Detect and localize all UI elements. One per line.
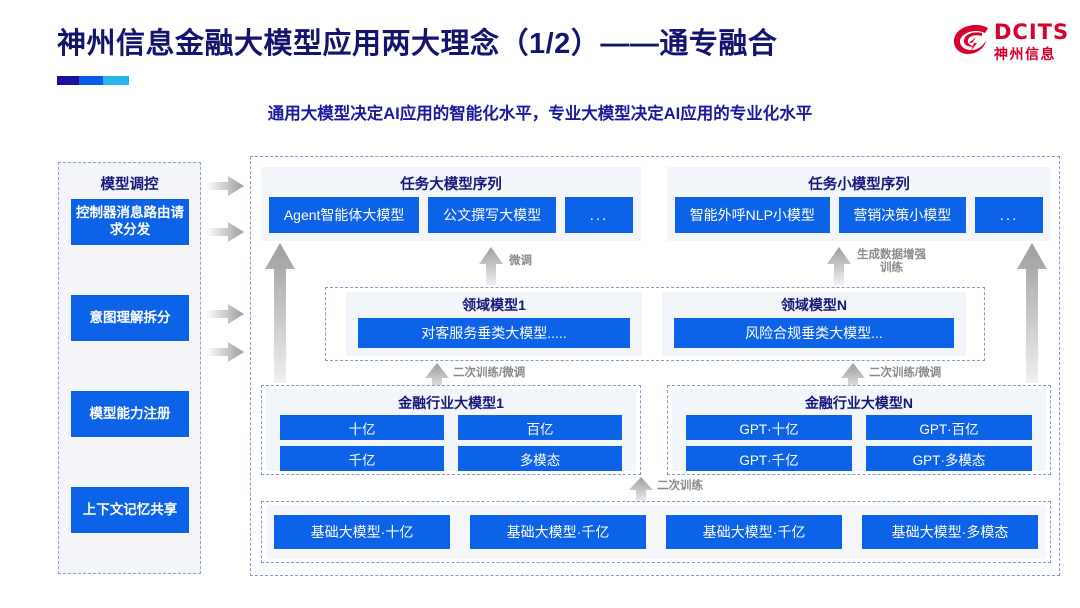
rule-segment-3 bbox=[103, 76, 129, 85]
industry-model-1-band: 金融行业大模型1 十亿 百亿 千亿 多模态 bbox=[261, 385, 641, 475]
arrow-up-right-tall bbox=[1017, 243, 1047, 383]
logo-brand-name: DCITS bbox=[994, 20, 1070, 44]
sidebar-arrow-4 bbox=[206, 342, 244, 362]
chip-industry1-billion[interactable]: 十亿 bbox=[280, 415, 444, 440]
chip-marketing-decision-small-model[interactable]: 营销决策小模型 bbox=[838, 197, 967, 233]
arrow-up-retrain bbox=[629, 477, 653, 503]
chip-base-multimodal[interactable]: 基础大模型·多模态 bbox=[862, 515, 1038, 549]
title-accent-rule bbox=[57, 76, 129, 85]
arrow-up-fine-tune bbox=[479, 247, 503, 285]
chip-base-hundred-billion[interactable]: 基础大模型·千亿 bbox=[470, 515, 646, 549]
chip-more-small-models[interactable]: ... bbox=[975, 197, 1044, 233]
sidebar-arrow-2 bbox=[206, 222, 244, 242]
base-model-inner: 基础大模型·十亿 基础大模型·千亿 基础大模型·千亿 基础大模型·多模态 bbox=[266, 505, 1046, 559]
domain-model-n-cell: 领域模型N 风险合规垂类大模型... bbox=[662, 292, 966, 356]
industry-model-n-chip-grid: GPT·十亿 GPT·百亿 GPT·千亿 GPT·多模态 bbox=[686, 415, 1032, 471]
task-large-model-sequence-title: 任务大模型序列 bbox=[400, 177, 502, 193]
chip-outbound-nlp-small-model[interactable]: 智能外呼NLP小模型 bbox=[675, 197, 830, 233]
industry-model-n-inner: 金融行业大模型N GPT·十亿 GPT·百亿 GPT·千亿 GPT·多模态 bbox=[672, 389, 1046, 471]
arrow-up-data-augmentation bbox=[827, 247, 851, 285]
task-small-model-chip-row: 智能外呼NLP小模型 营销决策小模型 ... bbox=[675, 197, 1044, 233]
sidebar-arrow-1 bbox=[206, 176, 244, 196]
logo-brand-sub: 神州信息 bbox=[994, 46, 1056, 62]
sidebar-item-capability-registry[interactable]: 模型能力注册 bbox=[71, 391, 189, 437]
chip-industryn-gpt-multimodal[interactable]: GPT·多模态 bbox=[866, 446, 1032, 471]
chip-industryn-gpt-billion[interactable]: GPT·十亿 bbox=[686, 415, 852, 440]
model-control-title: 模型调控 bbox=[100, 177, 159, 193]
chip-base-trillion[interactable]: 基础大模型·千亿 bbox=[666, 515, 842, 549]
industry-model-n-title: 金融行业大模型N bbox=[804, 395, 914, 411]
page-header: 神州信息金融大模型应用两大理念（1/2）——通专融合 通用大模型决定AI应用的智… bbox=[0, 0, 1080, 140]
dcits-logo-text: DCITS 神州信息 bbox=[994, 20, 1070, 62]
model-control-panel: 模型调控 控制器消息路由请求分发 意图理解拆分 模型能力注册 上下文记忆共享 bbox=[58, 162, 201, 574]
sidebar-item-intent-parsing[interactable]: 意图理解拆分 bbox=[71, 295, 189, 341]
arrow-label-retrain-tune-left: 二次训练/微调 bbox=[453, 367, 526, 379]
sidebar-item-context-memory[interactable]: 上下文记忆共享 bbox=[71, 487, 189, 533]
chip-agent-large-model[interactable]: Agent智能体大模型 bbox=[269, 197, 420, 233]
industry-model-1-title: 金融行业大模型1 bbox=[398, 395, 504, 411]
arrow-up-retrain-tune-right bbox=[841, 363, 865, 393]
chip-industry1-ten-billion[interactable]: 百亿 bbox=[458, 415, 622, 440]
domain-model-1-cell: 领域模型1 对客服务垂类大模型..... bbox=[346, 292, 642, 356]
industry-model-1-chip-grid: 十亿 百亿 千亿 多模态 bbox=[280, 415, 622, 471]
chip-industryn-gpt-ten-billion[interactable]: GPT·百亿 bbox=[866, 415, 1032, 440]
arrow-label-retrain: 二次训练 bbox=[657, 480, 703, 492]
dcits-logo-mark bbox=[953, 24, 988, 54]
domain-model-n-title: 领域模型N bbox=[780, 297, 848, 313]
sidebar-arrow-3 bbox=[206, 304, 244, 324]
page-subtitle: 通用大模型决定AI应用的智能化水平，专业大模型决定AI应用的专业化水平 bbox=[267, 105, 813, 123]
chip-risk-compliance-vertical-model[interactable]: 风险合规垂类大模型... bbox=[674, 318, 954, 348]
chip-document-writing-large-model[interactable]: 公文撰写大模型 bbox=[428, 197, 556, 233]
architecture-diagram: 任务大模型序列 Agent智能体大模型 公文撰写大模型 ... 任务小模型序列 … bbox=[250, 156, 1060, 576]
arrow-label-retrain-tune-right: 二次训练/微调 bbox=[869, 367, 942, 379]
chip-industry1-hundred-billion[interactable]: 千亿 bbox=[280, 446, 444, 471]
industry-model-n-band: 金融行业大模型N GPT·十亿 GPT·百亿 GPT·千亿 GPT·多模态 bbox=[667, 385, 1051, 475]
domain-model-1-title: 领域模型1 bbox=[462, 297, 526, 313]
chip-industry1-multimodal[interactable]: 多模态 bbox=[458, 446, 622, 471]
chip-more-large-models[interactable]: ... bbox=[565, 197, 633, 233]
chip-industryn-gpt-hundred-billion[interactable]: GPT·千亿 bbox=[686, 446, 852, 471]
rule-segment-1 bbox=[57, 76, 79, 85]
industry-model-1-inner: 金融行业大模型1 十亿 百亿 千亿 多模态 bbox=[266, 389, 636, 471]
arrow-label-fine-tune: 微调 bbox=[509, 255, 532, 267]
sidebar-item-controller-routing[interactable]: 控制器消息路由请求分发 bbox=[71, 199, 189, 245]
dcits-logo: DCITS 神州信息 bbox=[952, 20, 1068, 72]
page-title: 神州信息金融大模型应用两大理念（1/2）——通专融合 bbox=[57, 28, 778, 60]
task-small-model-sequence-panel: 任务小模型序列 智能外呼NLP小模型 营销决策小模型 ... bbox=[667, 167, 1051, 241]
base-model-band: 基础大模型·十亿 基础大模型·千亿 基础大模型·千亿 基础大模型·多模态 bbox=[261, 501, 1051, 563]
chip-customer-service-vertical-model[interactable]: 对客服务垂类大模型..... bbox=[358, 318, 630, 348]
arrow-up-retrain-tune-left bbox=[425, 363, 449, 393]
rule-segment-2 bbox=[78, 76, 104, 85]
arrow-label-data-augmentation: 生成数据增强 训练 bbox=[857, 249, 926, 275]
task-small-model-sequence-title: 任务小模型序列 bbox=[808, 177, 910, 193]
chip-base-billion[interactable]: 基础大模型·十亿 bbox=[274, 515, 450, 549]
domain-model-band: 领域模型1 对客服务垂类大模型..... 领域模型N 风险合规垂类大模型... bbox=[325, 287, 985, 361]
arrow-up-left-tall bbox=[265, 243, 295, 383]
task-large-model-sequence-panel: 任务大模型序列 Agent智能体大模型 公文撰写大模型 ... bbox=[261, 167, 641, 241]
task-large-model-chip-row: Agent智能体大模型 公文撰写大模型 ... bbox=[269, 197, 633, 233]
base-model-chip-row: 基础大模型·十亿 基础大模型·千亿 基础大模型·千亿 基础大模型·多模态 bbox=[274, 515, 1038, 549]
